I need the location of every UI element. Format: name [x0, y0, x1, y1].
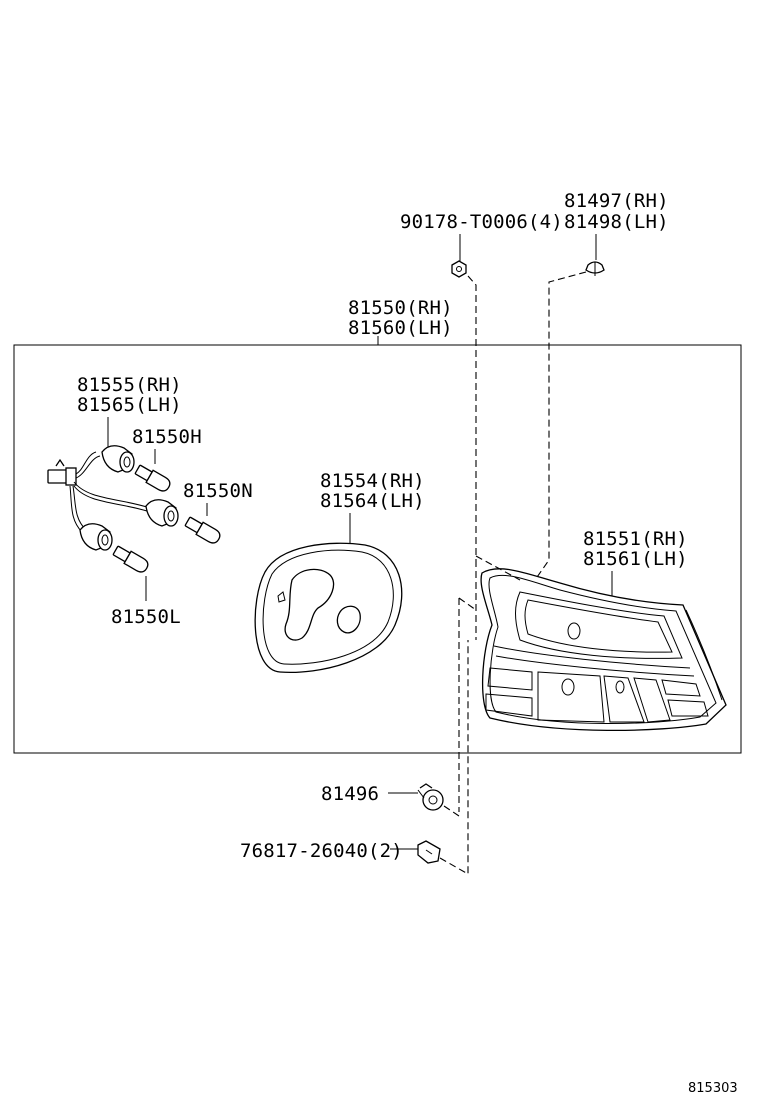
lens-lh-label[interactable]: 81561(LH) [583, 548, 688, 570]
assembly-lh-label[interactable]: 81560(LH) [348, 317, 453, 339]
bulb-h-label[interactable]: 81550H [132, 426, 202, 448]
bulb-h-callout: 81550H [132, 426, 202, 492]
bolt-label[interactable]: 90178-T0006(4) [400, 211, 563, 233]
figure-id: 815303 [688, 1081, 738, 1096]
bulb-h-icon [134, 464, 171, 492]
socket-lh-label[interactable]: 81565(LH) [77, 394, 182, 416]
retainer-icon [417, 840, 441, 864]
nut-callout: 81496 [321, 783, 460, 817]
retainer-label[interactable]: 76817-26040(2) [240, 840, 403, 862]
gasket-callout: 81554(RH) 81564(LH) [320, 470, 425, 543]
socket-rh-label[interactable]: 81555(RH) [77, 374, 182, 396]
assembly-rh-label[interactable]: 81550(RH) [348, 297, 453, 319]
nut-label[interactable]: 81496 [321, 783, 379, 805]
clip-rh-label[interactable]: 81497(RH) [564, 190, 669, 212]
bulb-n-icon [184, 516, 221, 544]
nut-icon [417, 783, 444, 811]
gasket-rh-label[interactable]: 81554(RH) [320, 470, 425, 492]
bulb-n-label[interactable]: 81550N [183, 480, 253, 502]
bolt-icon [451, 260, 467, 278]
bulb-n-callout: 81550N [183, 480, 253, 544]
gasket-icon [254, 542, 403, 674]
socket-wire-icon [47, 445, 179, 551]
socket-callout: 81555(RH) 81565(LH) [77, 374, 182, 447]
clip-icon [585, 261, 605, 276]
lens-icon [480, 568, 727, 732]
lens-rh-label[interactable]: 81551(RH) [583, 528, 688, 550]
clip-lh-label[interactable]: 81498(LH) [564, 211, 669, 233]
bulb-l-icon [112, 545, 149, 573]
bolt-callout: 90178-T0006(4) [400, 211, 563, 560]
gasket-lh-label[interactable]: 81564(LH) [320, 490, 425, 512]
clip-callout: 81497(RH) 81498(LH) [534, 190, 669, 581]
lens-callout: 81551(RH) 81561(LH) [583, 528, 688, 600]
bulb-l-callout: 81550L [111, 545, 181, 628]
retainer-callout: 76817-26040(2) [240, 640, 469, 875]
assembly-callout: 81550(RH) 81560(LH) [348, 297, 453, 339]
bulb-l-label[interactable]: 81550L [111, 606, 181, 628]
